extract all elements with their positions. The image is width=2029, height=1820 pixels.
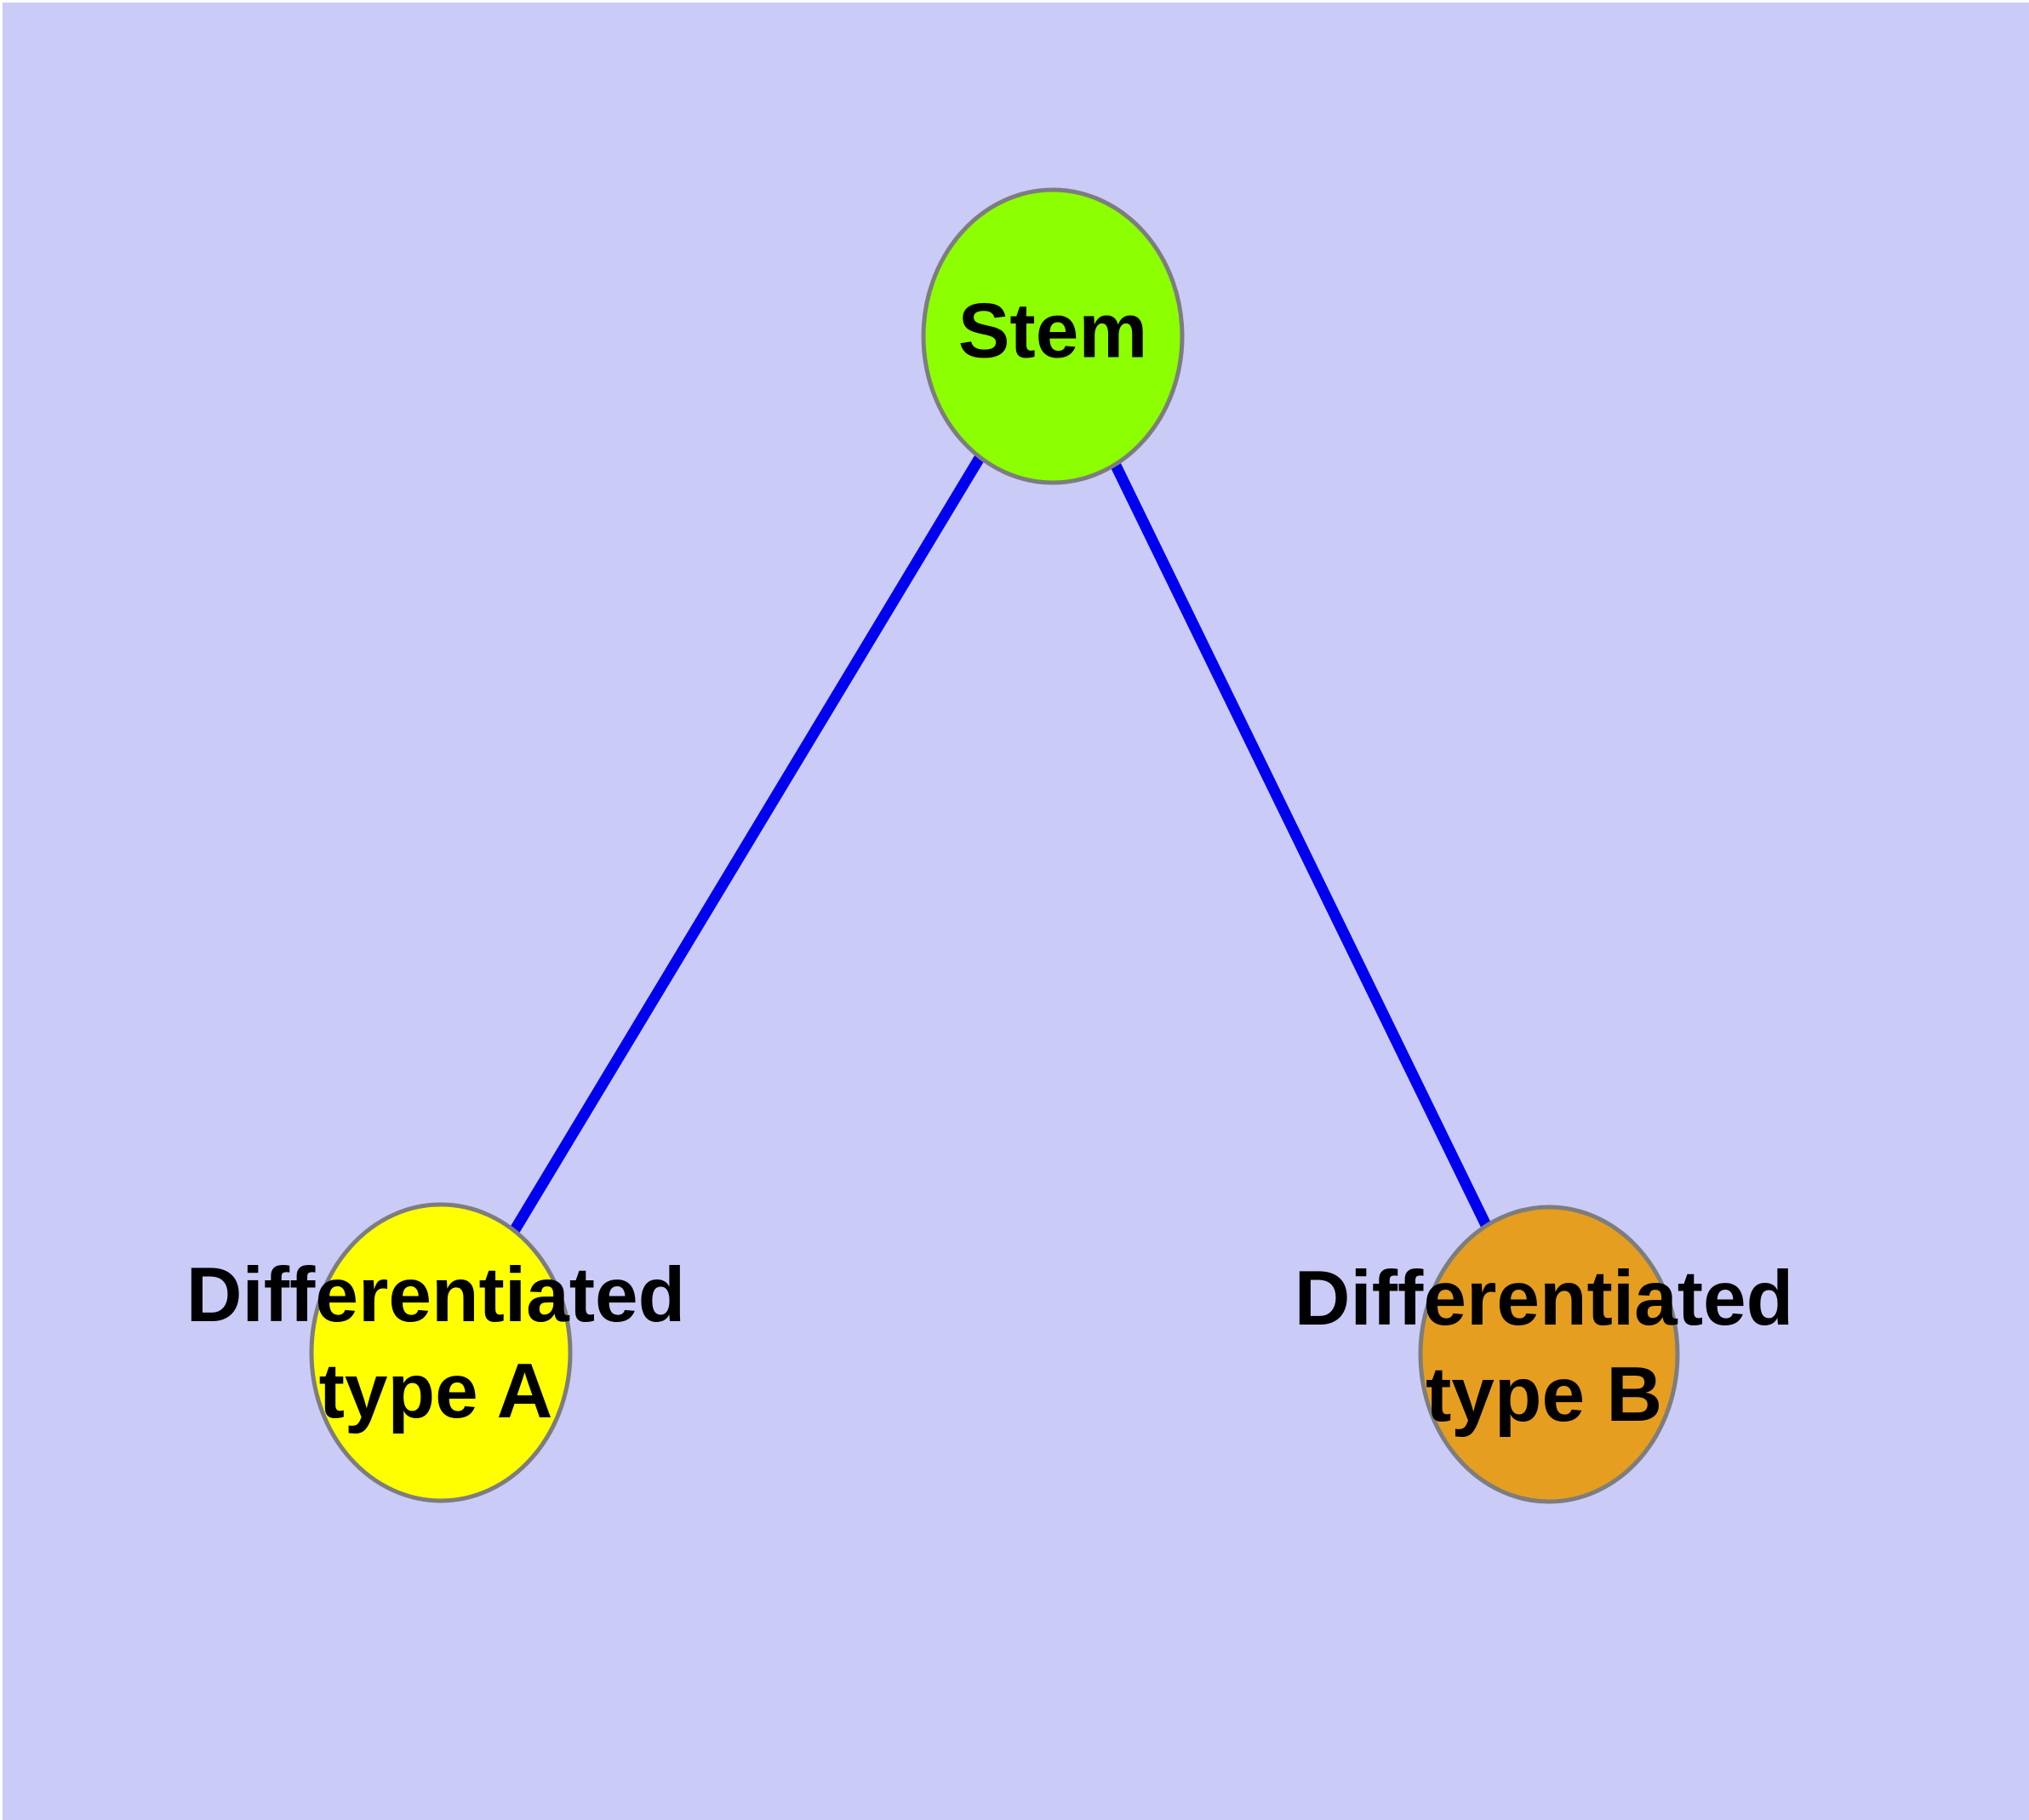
edge-stem-to-diff-a [436,333,1058,1356]
node-diff-b-label-line2: type B [1425,1352,1663,1438]
node-diff-a-label-line2: type A [318,1348,553,1434]
page-margin-left [0,0,3,1820]
node-stem-label: Stem [957,288,1148,375]
edge-stem-to-diff-b [1048,334,1554,1357]
node-diff-b-label-line1: Differentiated [1294,1256,1794,1342]
node-diff-a-label-line1: Differentiated [186,1252,686,1338]
node-diff-a-label: Differentiated type A [186,1247,686,1439]
node-stem-shape [921,187,1185,485]
node-diff-a-shape [309,1202,573,1503]
node-diff-b-label: Differentiated type B [1295,1251,1794,1443]
node-diff-b-shape [1418,1205,1680,1504]
page-margin-top [0,0,2029,3]
